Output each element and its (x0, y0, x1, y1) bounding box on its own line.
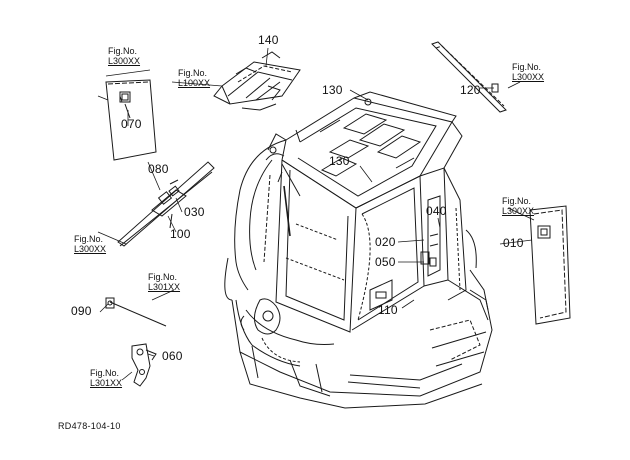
fig-ref-label: Fig.No. (90, 368, 120, 378)
part-label-060[interactable]: 060 (162, 349, 183, 363)
part-label-130-top[interactable]: 130 (322, 83, 343, 97)
fig-ref-code: L300XX (502, 206, 535, 216)
fig-ref-code: L300XX (74, 244, 107, 254)
cab-assembly (224, 91, 493, 409)
fig-ref-l100xx[interactable]: Fig.No. L100XX (178, 68, 210, 88)
glass-lower-shape (117, 161, 215, 247)
diagram-code: RD478-104-10 (58, 421, 121, 431)
fig-ref-code: L301XX (148, 282, 181, 292)
fig-ref-label: Fig.No. (148, 272, 178, 282)
fig-ref-l300xx-left[interactable]: Fig.No. L300XX (74, 234, 106, 254)
part-label-070[interactable]: 070 (121, 117, 142, 131)
part-label-090[interactable]: 090 (71, 304, 92, 318)
part-label-010[interactable]: 010 (503, 236, 524, 250)
part-label-130-middle[interactable]: 130 (329, 154, 350, 168)
latch-060-shape (131, 343, 157, 387)
fig-ref-l301xx-upper[interactable]: Fig.No. L301XX (148, 272, 180, 292)
fig-ref-code: L100XX (178, 78, 211, 88)
fig-ref-code: L300XX (108, 56, 141, 66)
part-label-100[interactable]: 100 (170, 227, 191, 241)
fig-ref-code: L301XX (90, 378, 123, 388)
fig-ref-label: Fig.No. (108, 46, 138, 56)
fig-ref-l300xx-right[interactable]: Fig.No. L300XX (502, 196, 534, 216)
leader-lines (97, 47, 535, 381)
fig-ref-l301xx-lower[interactable]: Fig.No. L301XX (90, 368, 122, 388)
glass-010-shape (529, 205, 571, 325)
glass-120-shape (431, 41, 507, 113)
fig-ref-label: Fig.No. (502, 196, 532, 206)
part-label-140[interactable]: 140 (258, 33, 279, 47)
fig-ref-label: Fig.No. (512, 62, 542, 72)
part-label-020[interactable]: 020 (375, 235, 396, 249)
roof-part-140-shape (213, 51, 301, 111)
part-label-120[interactable]: 120 (460, 83, 481, 97)
fig-ref-label: Fig.No. (178, 68, 208, 78)
fig-ref-code: L300XX (512, 72, 545, 82)
fig-ref-l300xx-top-right[interactable]: Fig.No. L300XX (512, 62, 544, 82)
part-label-110[interactable]: 110 (378, 303, 398, 317)
glass-070-shape (105, 79, 157, 161)
part-label-050[interactable]: 050 (375, 255, 396, 269)
part-label-080[interactable]: 080 (148, 162, 169, 176)
part-label-040[interactable]: 040 (426, 204, 447, 218)
fig-ref-l300xx-top-left[interactable]: Fig.No. L300XX (108, 46, 140, 66)
fig-ref-label: Fig.No. (74, 234, 104, 244)
clip-090-shape (105, 297, 167, 327)
part-label-030[interactable]: 030 (184, 205, 205, 219)
